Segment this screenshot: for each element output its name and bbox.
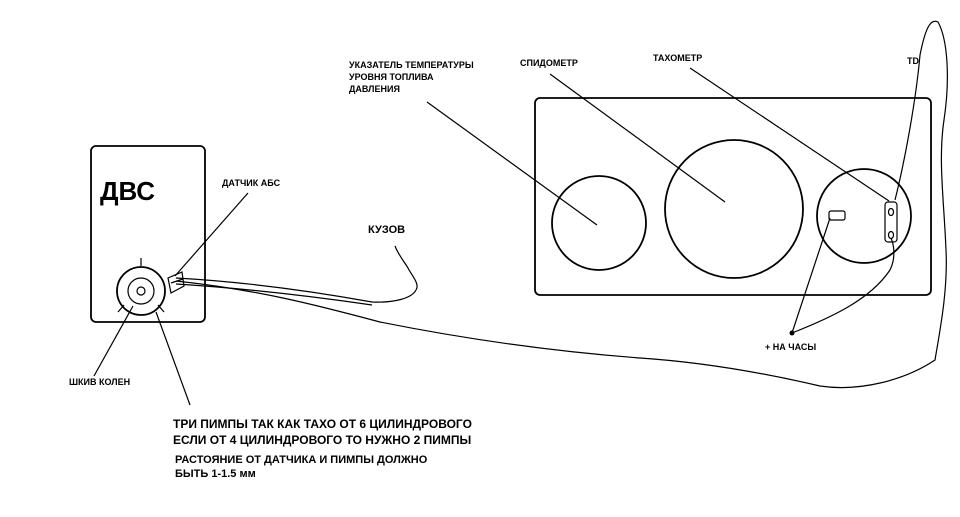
- instrument-cluster: [534, 97, 932, 296]
- tachometer-label: ТАХОМЕТР: [653, 53, 702, 63]
- notes-line-2: ЕСЛИ ОТ 4 ЦИЛИНДРОВОГО ТО НУЖНО 2 ПИМПЫ: [173, 433, 471, 447]
- signal-wire: [175, 20, 948, 389]
- engine-label: ДВС: [100, 176, 155, 206]
- body-label: КУЗОВ: [368, 224, 405, 236]
- small-gauges-dial: [551, 175, 647, 271]
- tachometer-pointer: [689, 67, 890, 202]
- crank-pulley-label: ШКИВ КОЛЕН: [69, 377, 130, 387]
- clock-connector: [828, 210, 846, 221]
- engine-block: [90, 145, 206, 323]
- sensor-cable: [175, 277, 417, 303]
- speedometer-label: СПИДОМЕТР: [520, 58, 578, 68]
- td-label: TD: [907, 56, 919, 66]
- notes-pointer: [155, 311, 191, 406]
- speedometer-pointer: [549, 73, 726, 203]
- crank-pulley: [116, 258, 166, 316]
- body-ground-wire: [394, 245, 418, 291]
- tachometer-connector: [884, 201, 898, 243]
- clock-wire: [791, 217, 831, 334]
- gauges-label-line-3: ДАВЛЕНИЯ: [349, 84, 400, 94]
- speedometer-dial: [664, 139, 804, 279]
- clock-terminal: [789, 330, 795, 336]
- notes-line-1: ТРИ ПИМПЫ ТАК КАК ТАХО ОТ 6 ЦИЛИНДРОВОГО: [173, 417, 472, 431]
- clock-loop-wire: [791, 237, 895, 334]
- tachometer-dial: [816, 168, 912, 264]
- sensor-cable-2: [175, 283, 373, 306]
- clock-label: + НА ЧАСЫ: [765, 342, 816, 352]
- distance-line-1: РАСТОЯНИЕ ОТ ДАТЧИКА И ПИМПЫ ДОЛЖНО: [175, 454, 428, 466]
- abs-sensor-label: ДАТЧИК АБС: [222, 178, 281, 188]
- gauges-pointer: [426, 101, 598, 226]
- gauges-label-line-1: УКАЗАТЕЛЬ ТЕМПЕРАТУРЫ: [349, 60, 474, 70]
- crank-pulley-pointer: [93, 305, 134, 377]
- abs-sensor-pointer: [174, 192, 249, 277]
- distance-line-2: БЫТЬ 1-1.5 мм: [175, 468, 256, 480]
- gauges-label-line-2: УРОВНЯ ТОПЛИВА: [349, 72, 434, 82]
